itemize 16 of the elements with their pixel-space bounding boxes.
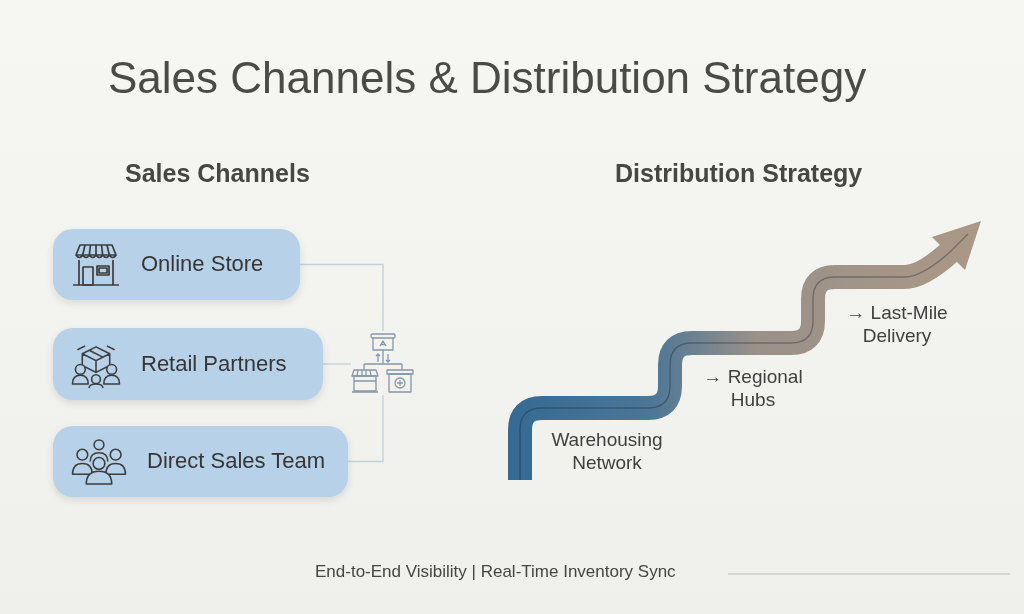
- connector-line: [347, 394, 384, 463]
- channel-box: [53, 229, 300, 300]
- section-heading: Sales Channels: [125, 158, 310, 188]
- channel-label: Direct Sales Team: [147, 448, 326, 475]
- stage-label: Warehousing Network: [550, 429, 664, 475]
- title: Sales Channels & Distribution Strategy: [108, 54, 867, 103]
- channel-label: Online Store: [141, 251, 264, 278]
- connector-line: [299, 263, 384, 332]
- stage-label: → Regional Hubs: [702, 366, 804, 412]
- channel-box: [53, 426, 348, 497]
- channel-label: Retail Partners: [141, 350, 287, 378]
- channel-box: [53, 328, 323, 400]
- footer-text: End-to-End Visibility | Real-Time Inventory Sync: [315, 562, 676, 583]
- section-heading: Distribution Strategy: [615, 158, 863, 188]
- stage-label: → Last-Mile Delivery: [845, 302, 949, 348]
- distribution-network-icon: [351, 331, 415, 395]
